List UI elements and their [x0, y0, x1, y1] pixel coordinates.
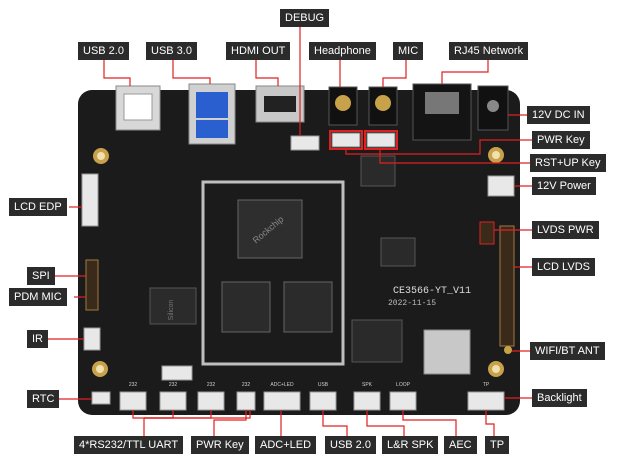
ant-connector — [504, 346, 512, 354]
callout-pwr-key-right: PWR Key — [532, 131, 590, 149]
chip — [360, 155, 396, 187]
wifi-module — [423, 329, 471, 375]
pin-header — [85, 259, 99, 311]
callout-lcd-lvds: LCD LVDS — [532, 258, 595, 276]
mounting-hole — [97, 152, 105, 160]
leader-line — [144, 410, 251, 419]
usb30-port-inner — [196, 92, 228, 118]
bottom-connector — [159, 391, 187, 411]
port-silkscreen: TP — [483, 382, 490, 388]
callout-lr-spk: L&R SPK — [382, 436, 439, 454]
bottom-connector — [353, 391, 381, 411]
chip — [351, 319, 403, 363]
chip — [380, 237, 416, 267]
callout-spi: SPI — [27, 267, 55, 285]
headphone-jack-hole — [335, 95, 351, 111]
callout-usb30: USB 3.0 — [146, 42, 197, 60]
board-date: 2022-11-15 — [388, 299, 436, 308]
leader-line — [322, 410, 348, 436]
leader-line — [485, 410, 495, 436]
bottom-connector — [309, 391, 337, 411]
callout-hdmi-out: HDMI OUT — [226, 42, 291, 60]
rst-up-key-button — [366, 132, 396, 148]
callout-rtc: RTC — [27, 390, 60, 408]
callout-pdm-mic: PDM MIC — [9, 288, 67, 306]
port-silkscreen: 232 — [207, 382, 216, 388]
port-silkscreen: 232 — [129, 382, 138, 388]
callout-adc-led: ADC+LED — [255, 436, 317, 454]
ir-connector — [83, 327, 101, 351]
small-connector — [161, 365, 193, 381]
bottom-connector — [389, 391, 417, 411]
callout-tp: TP — [485, 436, 510, 454]
callout-backlight: Backlight — [532, 389, 587, 407]
bottom-connector — [119, 391, 147, 411]
leader-line — [103, 60, 131, 86]
bottom-connector — [236, 391, 256, 411]
callout-headphone: Headphone — [309, 42, 376, 60]
callout-usb20-top: USB 2.0 — [78, 42, 129, 60]
board-model: CE3566-YT_V11 — [393, 286, 471, 297]
soc-chip — [237, 199, 303, 259]
callout-aec: AEC — [444, 436, 477, 454]
debug-connector — [290, 135, 320, 151]
leader-line — [366, 410, 405, 436]
port-silkscreen: ADC+LED — [270, 382, 294, 388]
ram-brand: Silicon — [168, 300, 175, 321]
mounting-hole — [96, 365, 104, 373]
rj45-jack-inner — [425, 92, 459, 114]
callout-rst-up-key: RST+UP Key — [530, 154, 606, 172]
dc-jack-hole — [487, 100, 499, 112]
callout-uart: 4*RS232/TTL UART — [74, 436, 184, 454]
power12v-connector — [487, 175, 515, 197]
mounting-hole — [492, 151, 500, 159]
callout-debug: DEBUG — [280, 9, 330, 27]
lvds-header — [499, 225, 515, 347]
key-highlight — [364, 130, 398, 150]
leader-line — [213, 410, 247, 436]
mounting-hole — [492, 365, 500, 373]
leader-line — [402, 410, 457, 436]
callout-pwr-key-bottom: PWR Key — [191, 436, 249, 454]
small-connector — [91, 391, 111, 405]
bottom-connector — [263, 391, 301, 411]
callout-ir: IR — [27, 330, 48, 348]
emmc-chip — [149, 287, 197, 325]
hdmi-port-inner — [264, 96, 296, 112]
leader-line — [132, 410, 145, 436]
callout-dc-in: 12V DC IN — [527, 106, 590, 124]
port-silkscreen: 232 — [169, 382, 178, 388]
bottom-connector — [467, 391, 505, 411]
leader-line — [172, 60, 211, 84]
usb20-port-inner — [123, 93, 153, 121]
callout-lvds-pwr: LVDS PWR — [532, 221, 599, 239]
port-silkscreen: SPK — [362, 382, 373, 388]
port-silkscreen: LOOP — [396, 382, 411, 388]
callout-lcd-edp: LCD EDP — [9, 198, 67, 216]
lvds-pwr-jumper — [479, 221, 495, 245]
usb30-port-inner — [196, 120, 228, 138]
pwr-key-button — [331, 132, 361, 148]
leader-line — [255, 60, 279, 86]
mic-jack-hole — [375, 95, 391, 111]
leader-line — [379, 149, 530, 164]
lcd-edp-connector — [81, 173, 99, 227]
callout-rj45: RJ45 Network — [449, 42, 529, 60]
leader-line — [345, 139, 532, 155]
port-silkscreen: USB — [318, 382, 329, 388]
bottom-connector — [197, 391, 225, 411]
callout-usb20-bottom: USB 2.0 — [325, 436, 376, 454]
ram-chip — [283, 281, 333, 333]
callout-wifi-bt-ant: WIFI/BT ANT — [530, 342, 605, 360]
ram-chip — [221, 281, 271, 333]
callout-mic: MIC — [393, 42, 424, 60]
leader-line — [441, 60, 489, 84]
port-silkscreen: 232 — [242, 382, 251, 388]
soc-frame — [201, 180, 345, 366]
callout-power-12v: 12V Power — [532, 177, 596, 195]
leader-line — [382, 60, 407, 87]
